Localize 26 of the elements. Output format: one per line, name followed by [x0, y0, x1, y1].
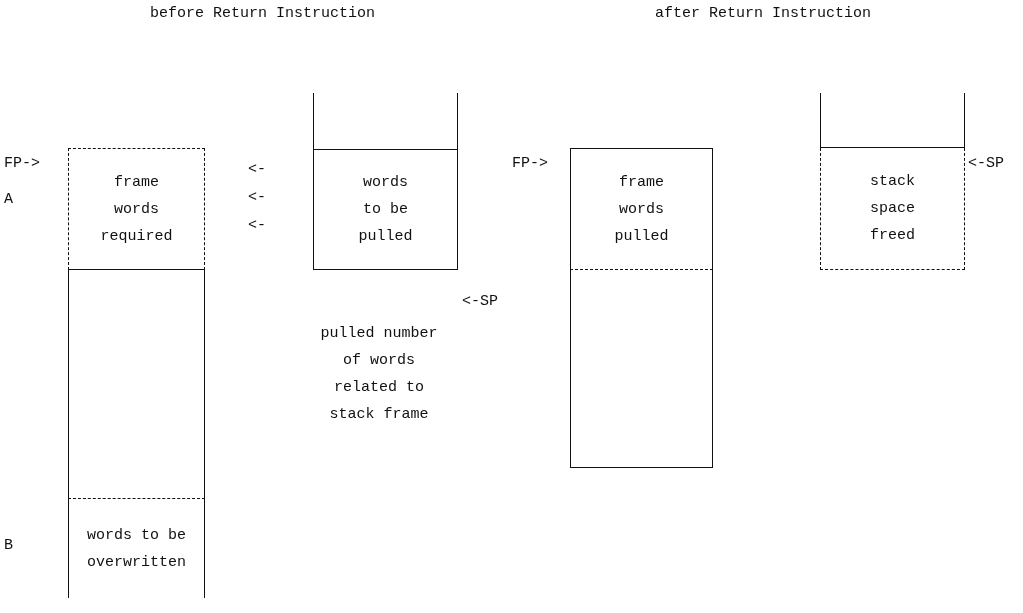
pointer-arrow: <- — [248, 188, 266, 208]
segment-text: words to be pulled — [358, 173, 413, 247]
stack-frame-box — [313, 150, 458, 270]
stack-frame-box — [68, 498, 205, 598]
pointer-label: <-SP — [968, 154, 1004, 174]
heading: before Return Instruction — [150, 4, 376, 24]
heading: after Return Instruction — [655, 4, 872, 24]
stack-frame-box — [68, 148, 205, 270]
segment-text: frame words pulled — [614, 172, 669, 247]
segment-text: frame words required — [100, 172, 173, 247]
stack-segment — [68, 270, 205, 498]
pointer-label: <-SP — [462, 292, 498, 312]
marker-letter: A — [4, 190, 13, 210]
marker-letter: B — [4, 536, 13, 556]
note: pulled number of words related to stack frame — [319, 324, 439, 425]
pointer-label: FP-> — [512, 154, 548, 174]
stack-segment — [313, 93, 458, 150]
stack-segment — [570, 270, 713, 468]
stack-frame-box — [570, 148, 713, 270]
stack-segment — [820, 93, 965, 148]
segment-text: stack space freed — [869, 172, 916, 246]
pointer-label: FP-> — [4, 154, 40, 174]
stack-frame-box — [820, 148, 965, 270]
pointer-arrow: <- — [248, 160, 266, 180]
pointer-arrow: <- — [248, 216, 266, 236]
segment-text: words to be overwritten — [87, 525, 186, 573]
